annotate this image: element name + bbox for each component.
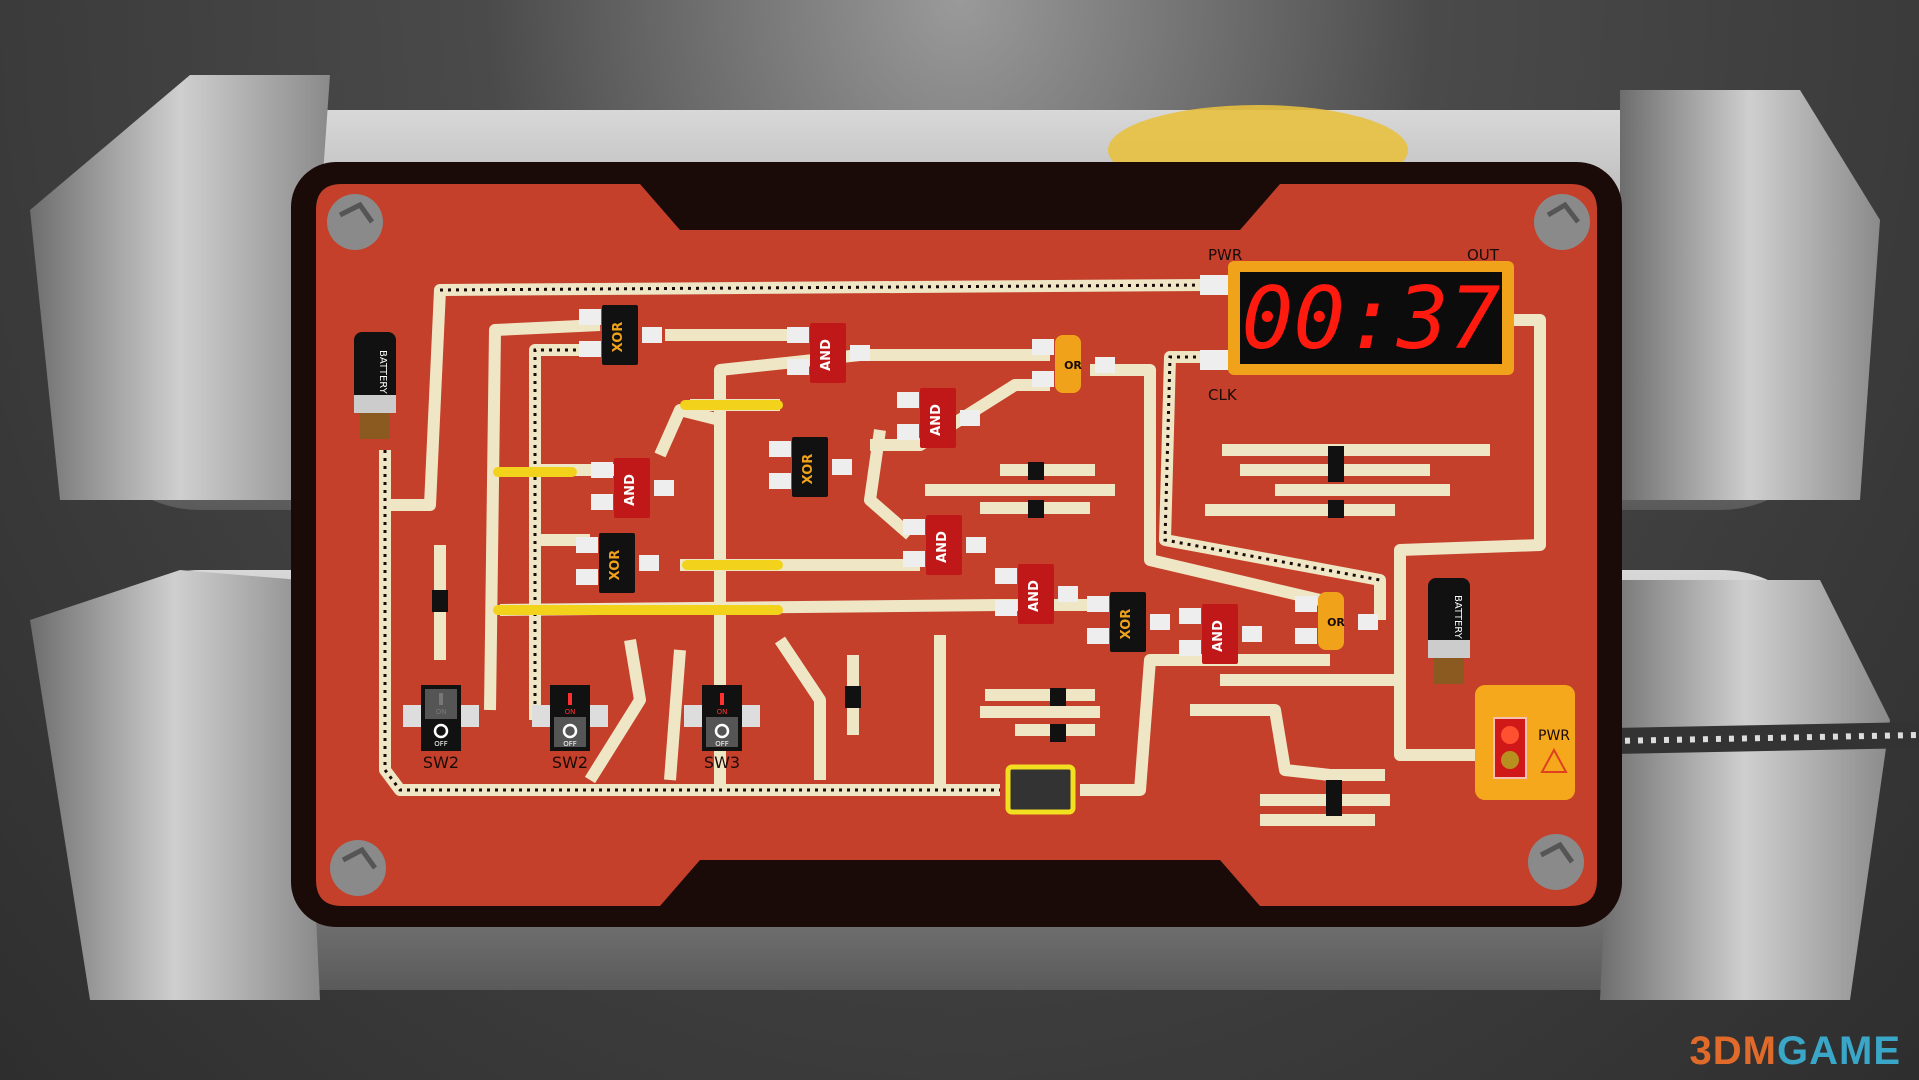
- timer-digits: 00:37: [1242, 269, 1501, 369]
- gate-xor: XOR: [1087, 592, 1170, 652]
- off-mark-icon: [562, 723, 578, 739]
- battery-left: BATTERY: [354, 332, 396, 439]
- on-mark-icon: [720, 693, 724, 705]
- watermark: 3DMGAME: [1690, 1029, 1901, 1074]
- gate-label: XOR: [801, 454, 816, 485]
- gate-label: AND: [623, 474, 638, 506]
- jumper-wires: [493, 400, 783, 615]
- gate-label: OR: [1327, 616, 1345, 629]
- battery-right: BATTERY: [1428, 578, 1470, 684]
- switch-off-text: OFF: [434, 740, 448, 748]
- chip: [1005, 764, 1076, 815]
- gate-label: AND: [935, 531, 950, 563]
- gate-or: OR: [1295, 592, 1378, 650]
- warning-icon: [1540, 747, 1568, 773]
- trace-dots: [383, 283, 1381, 792]
- circuit-traces: [379, 279, 1546, 826]
- gate-label: AND: [1027, 580, 1042, 612]
- gate-label: AND: [1211, 620, 1226, 652]
- power-label: PWR: [1538, 728, 1570, 744]
- clk-pin-label: CLK: [1208, 386, 1238, 404]
- out-pin-label: OUT: [1467, 246, 1500, 264]
- screw-icon: [330, 840, 386, 896]
- switch-label: SW2: [552, 753, 588, 772]
- pipe-cap-top-left: [30, 75, 330, 500]
- on-mark-icon: [439, 693, 443, 705]
- yellow-led-icon: [1501, 751, 1519, 769]
- pwr-pin-label: PWR: [1208, 246, 1242, 264]
- gate-and: AND: [591, 458, 674, 518]
- off-mark-icon: [714, 723, 730, 739]
- switch-on-text: ON: [565, 708, 576, 716]
- gate-xor: XOR: [769, 437, 852, 497]
- battery-label: BATTERY: [1452, 595, 1463, 640]
- switch-label: SW2: [423, 753, 459, 772]
- switch-off-text: OFF: [715, 740, 729, 748]
- switch-label: SW3: [704, 753, 740, 772]
- toggle-switch-1[interactable]: ON OFF SW2: [403, 685, 479, 772]
- switch-on-text: ON: [717, 708, 728, 716]
- gate-or: OR: [1032, 335, 1115, 393]
- battery-label: BATTERY: [377, 350, 388, 395]
- switch-on-text: ON: [436, 708, 447, 716]
- pipe-cap-top-right: [1620, 90, 1880, 500]
- countdown-timer: 00:37 PWR OUT CLK: [1200, 246, 1514, 404]
- pipe-cap-bottom-left: [30, 570, 320, 1000]
- gate-xor: XOR: [576, 533, 659, 593]
- gate-xor: XOR: [579, 305, 662, 365]
- power-button-box[interactable]: PWR: [1475, 685, 1575, 800]
- watermark-part1: 3DM: [1689, 1029, 1777, 1073]
- on-mark-icon: [568, 693, 572, 705]
- screw-icon: [327, 194, 383, 250]
- gate-label: XOR: [611, 322, 626, 353]
- gate-label: XOR: [608, 550, 623, 581]
- screw-icon: [1528, 834, 1584, 890]
- red-led-icon: [1501, 726, 1519, 744]
- toggle-switch-2[interactable]: ON OFF SW2: [532, 685, 608, 772]
- gate-and: AND: [995, 564, 1078, 624]
- toggle-switch-3[interactable]: ON OFF SW3: [684, 685, 760, 772]
- gate-label: AND: [819, 339, 834, 371]
- gate-and: AND: [903, 515, 986, 575]
- screw-icon: [1534, 194, 1590, 250]
- gate-and: AND: [897, 388, 980, 448]
- off-mark-icon: [433, 723, 449, 739]
- logic-gates: XOR AND OR AND XOR AND XOR AND AND XOR AND OR: [576, 305, 1378, 664]
- gate-label: AND: [929, 404, 944, 436]
- watermark-part2: GAME: [1777, 1029, 1901, 1073]
- resistors: [432, 446, 1344, 816]
- cable-pattern: [1559, 732, 1919, 745]
- gate-and: AND: [1179, 604, 1262, 664]
- gate-label: XOR: [1119, 609, 1134, 640]
- gate-and: AND: [787, 323, 870, 383]
- switch-off-text: OFF: [563, 740, 577, 748]
- pipe-cap-bottom-right: [1600, 580, 1890, 1000]
- gate-label: OR: [1064, 359, 1082, 372]
